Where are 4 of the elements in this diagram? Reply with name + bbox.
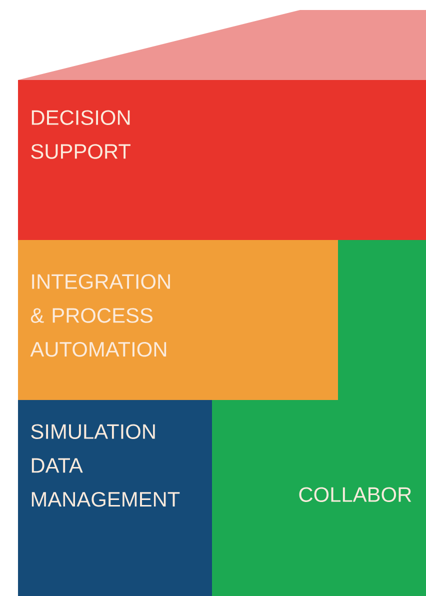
decision-support-band: DECISION SUPPORT (18, 80, 426, 240)
collaboration-region: COLLABOR (212, 240, 426, 596)
integration-box: INTEGRATION & PROCESS AUTOMATION (18, 240, 338, 400)
simulation-data-box: SIMULATION DATA MANAGEMENT (18, 400, 212, 596)
